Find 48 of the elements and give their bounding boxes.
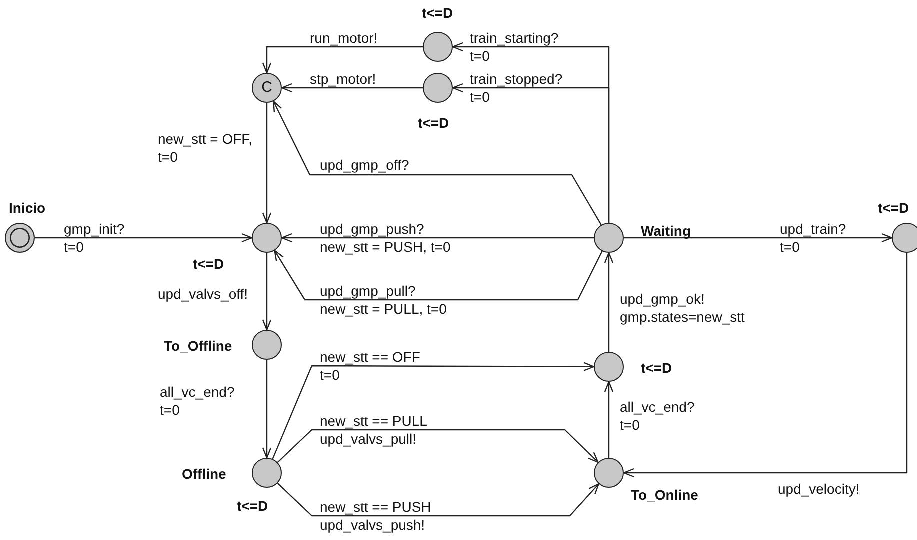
location-circle [252,73,282,103]
transition-arrow [262,46,423,74]
transition-arrow [281,233,594,243]
transition-arrow [262,253,272,331]
location-label: t<=D [237,497,268,515]
edge-label: upd_valvs_off! [158,285,248,303]
transition-arrow [281,83,423,93]
transition-arrow [272,362,595,460]
transition-arrow [35,233,253,243]
location-mark: C [262,79,272,97]
location-label: Offline [182,465,226,483]
edge-label: new_stt == PULL upd_valvs_pull! [320,412,428,448]
transition-arrow [274,250,603,301]
edge-label: new_stt == PUSH upd_valvs_push! [320,498,432,534]
location-label: t<=D [193,255,224,273]
location-label: t<=D [418,114,450,132]
location-label: Waiting [641,222,692,240]
transition-arrow [277,429,599,464]
location-label: To_Offline [164,337,232,355]
edge-label: new_stt == OFF t=0 [320,348,420,384]
transition-arrow [624,233,893,243]
edge-label: upd_gmp_pull? new_stt = PULL, t=0 [320,282,447,318]
transition-arrow [604,381,614,458]
transition-arrow [273,100,602,226]
transition-arrow [452,83,610,223]
transition-arrow [262,103,272,224]
edge-label: new_stt = OFF, t=0 [158,130,253,166]
location-label: Inicio [9,199,46,217]
location-label: To_Online [631,486,698,504]
location-label: t<=D [641,359,672,377]
location-label: t<=D [422,4,454,22]
edge-label: upd_gmp_off? [320,156,410,174]
edge-label: train_stopped? t=0 [470,70,563,106]
edge-label: all_vc_end? t=0 [620,398,695,434]
transition-arrow [604,252,614,352]
edge-label: upd_train? t=0 [780,220,846,256]
edge-label: train_starting? t=0 [470,29,559,65]
edge-label: stp_motor! [310,70,376,88]
transition-arrow [262,360,272,459]
edge-label: all_vc_end? t=0 [160,383,235,419]
edge-label: upd_gmp_push? new_stt = PUSH, t=0 [320,220,451,256]
transition-arrow [623,253,908,478]
edge-label: gmp_init? t=0 [64,220,125,256]
edge-label: upd_velocity! [778,480,860,498]
transition-arrow [277,482,600,517]
location-label: t<=D [878,199,910,217]
edge-label: run_motor! [310,29,378,47]
edge-label: upd_gmp_ok! gmp.states=new_stt [620,290,745,326]
